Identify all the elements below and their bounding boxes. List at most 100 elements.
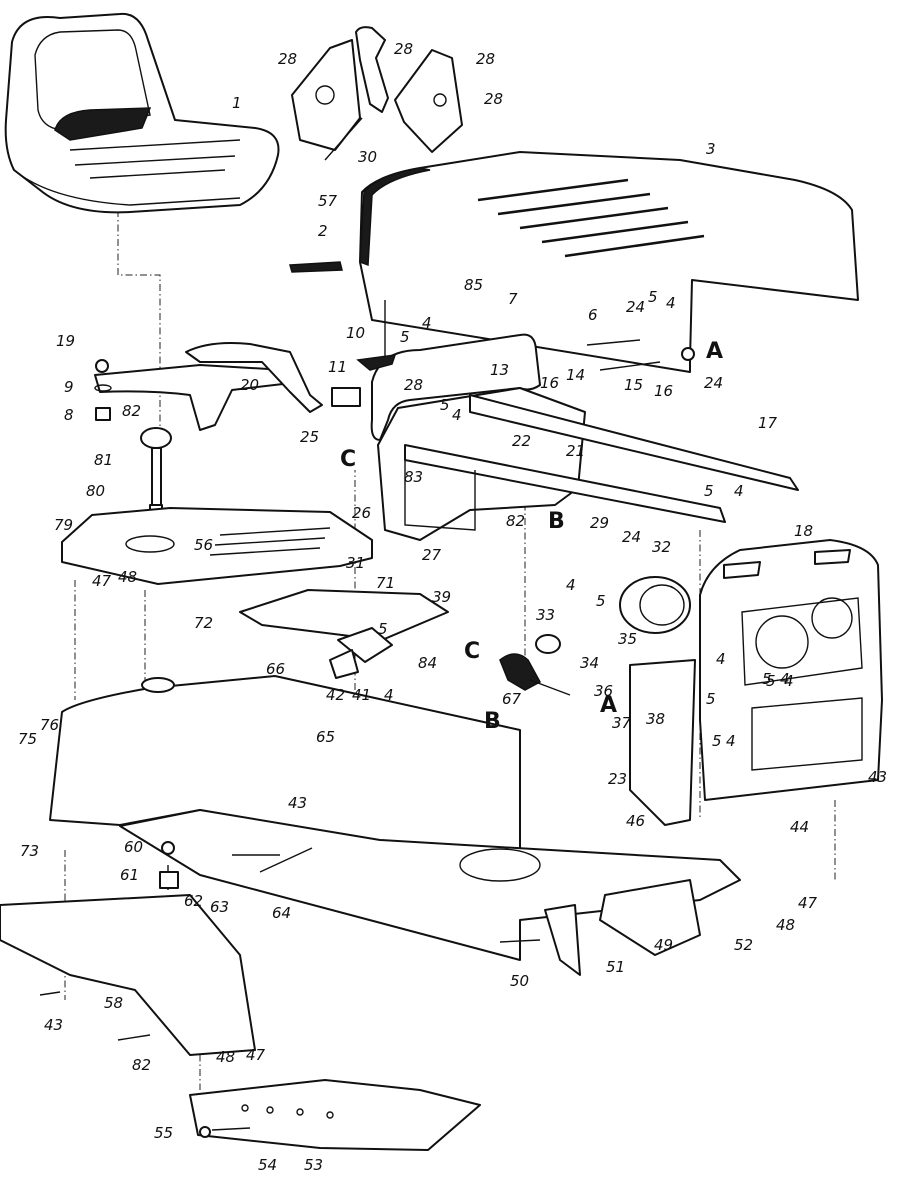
callout-label: 75 bbox=[18, 730, 37, 748]
hood bbox=[359, 151, 859, 373]
callout-label: 24 bbox=[622, 528, 641, 546]
callout-label: 64 bbox=[272, 904, 291, 922]
callout-label: 28 bbox=[394, 40, 413, 58]
console-mount bbox=[404, 460, 476, 531]
callout-label: 43 bbox=[868, 768, 887, 786]
callout-label: 80 bbox=[86, 482, 105, 500]
callout-label: 60 bbox=[124, 838, 143, 856]
callout-label: 54 bbox=[258, 1156, 277, 1174]
callout-label: 52 bbox=[734, 936, 753, 954]
callout-label: 4 bbox=[716, 650, 726, 668]
callout-label: 5 bbox=[596, 592, 606, 610]
headlight-and-switches bbox=[499, 576, 691, 696]
reference-letters: A A B B C C bbox=[340, 339, 723, 734]
callout-label: 82 bbox=[132, 1056, 151, 1074]
hardware bbox=[39, 261, 695, 1138]
callout-label: 57 bbox=[318, 192, 338, 210]
callout-label: 4 bbox=[666, 294, 676, 312]
callout-label: 4 bbox=[566, 576, 576, 594]
callout-label: 53 bbox=[304, 1156, 323, 1174]
callout-label: 28 bbox=[484, 90, 503, 108]
callout-label: 49 bbox=[654, 936, 673, 954]
callout-label: 7 bbox=[508, 290, 518, 308]
rear-brackets bbox=[94, 342, 323, 431]
callout-label: 5 bbox=[766, 672, 776, 690]
callout-label: 47 bbox=[798, 894, 818, 912]
callout-label: 42 bbox=[326, 686, 345, 704]
callout-label: 41 bbox=[352, 686, 371, 704]
callout-label: 81 bbox=[94, 451, 113, 469]
callout-label: 5 bbox=[648, 288, 658, 306]
callout-label: 84 bbox=[418, 654, 437, 672]
callout-label: 4 bbox=[452, 406, 462, 424]
control-brackets bbox=[291, 26, 463, 161]
callout-label: 19 bbox=[56, 332, 75, 350]
callout-label: 28 bbox=[278, 50, 297, 68]
callout-label: 28 bbox=[404, 376, 423, 394]
callout-label: 18 bbox=[794, 522, 813, 540]
callout-label: 31 bbox=[346, 554, 365, 572]
callout-label: 65 bbox=[316, 728, 335, 746]
callout-label: 36 bbox=[594, 682, 613, 700]
callout-label: 61 bbox=[120, 866, 139, 884]
callout-label: 55 bbox=[154, 1124, 173, 1142]
fuel-cap-assembly bbox=[140, 427, 172, 520]
callout-label: 48 bbox=[776, 916, 795, 934]
reference-letter-a: A bbox=[706, 339, 723, 364]
reference-letter-b: B bbox=[484, 709, 501, 734]
reference-letter-c: C bbox=[340, 447, 356, 472]
switch-plate bbox=[239, 589, 449, 679]
callout-label: 23 bbox=[608, 770, 627, 788]
callout-label: 43 bbox=[44, 1016, 63, 1034]
callout-label: 4 bbox=[734, 482, 744, 500]
callout-label: 17 bbox=[758, 414, 778, 432]
callout-label: 3 bbox=[706, 140, 716, 158]
callout-label: 27 bbox=[422, 546, 442, 564]
callout-label: 34 bbox=[580, 654, 599, 672]
callout-label: 4 bbox=[726, 732, 736, 750]
callout-label: 62 bbox=[184, 892, 203, 910]
callout-label: 24 bbox=[704, 374, 723, 392]
callout-label: 22 bbox=[512, 432, 531, 450]
callout-label: 38 bbox=[646, 710, 665, 728]
callout-label: 28 bbox=[476, 50, 495, 68]
callout-label: 25 bbox=[300, 428, 319, 446]
callout-label: 44 bbox=[790, 818, 809, 836]
callout-label: 72 bbox=[194, 614, 213, 632]
callout-label: 4 bbox=[784, 672, 794, 690]
callout-label: 5 bbox=[706, 690, 716, 708]
body-and-frame bbox=[49, 675, 741, 976]
callout-label: 9 bbox=[64, 378, 74, 396]
callout-label: 39 bbox=[432, 588, 451, 606]
callout-label: 5 bbox=[712, 732, 722, 750]
reference-letter-a: A bbox=[600, 693, 617, 718]
callout-label: 1 bbox=[232, 94, 242, 112]
callout-label: 85 bbox=[464, 276, 483, 294]
rear-platform bbox=[61, 507, 373, 585]
callout-label: 21 bbox=[566, 442, 585, 460]
callout-label: 47 bbox=[92, 572, 112, 590]
callout-label: 51 bbox=[606, 958, 625, 976]
callout-label: 5 bbox=[378, 620, 388, 638]
callout-label: 63 bbox=[210, 898, 229, 916]
callout-label: 82 bbox=[506, 512, 525, 530]
callout-label: 2 bbox=[318, 222, 328, 240]
callout-label: 58 bbox=[104, 994, 123, 1012]
callout-label: 56 bbox=[194, 536, 213, 554]
callout-label: 50 bbox=[510, 972, 529, 990]
callout-label: 24 bbox=[626, 298, 645, 316]
callout-label: 5 bbox=[400, 328, 410, 346]
reference-letter-b: B bbox=[548, 509, 565, 534]
callout-label: 67 bbox=[502, 690, 522, 708]
callout-label: 82 bbox=[122, 402, 141, 420]
callout-label: 26 bbox=[352, 504, 371, 522]
grille bbox=[629, 539, 883, 826]
callout-label: 6 bbox=[588, 306, 598, 324]
callout-label: 48 bbox=[216, 1048, 235, 1066]
callout-label: 4 bbox=[422, 314, 432, 332]
callout-label: 8 bbox=[64, 406, 74, 424]
callout-label: 20 bbox=[240, 376, 259, 394]
callout-label: 76 bbox=[40, 716, 59, 734]
callout-label: 5 bbox=[762, 670, 772, 688]
